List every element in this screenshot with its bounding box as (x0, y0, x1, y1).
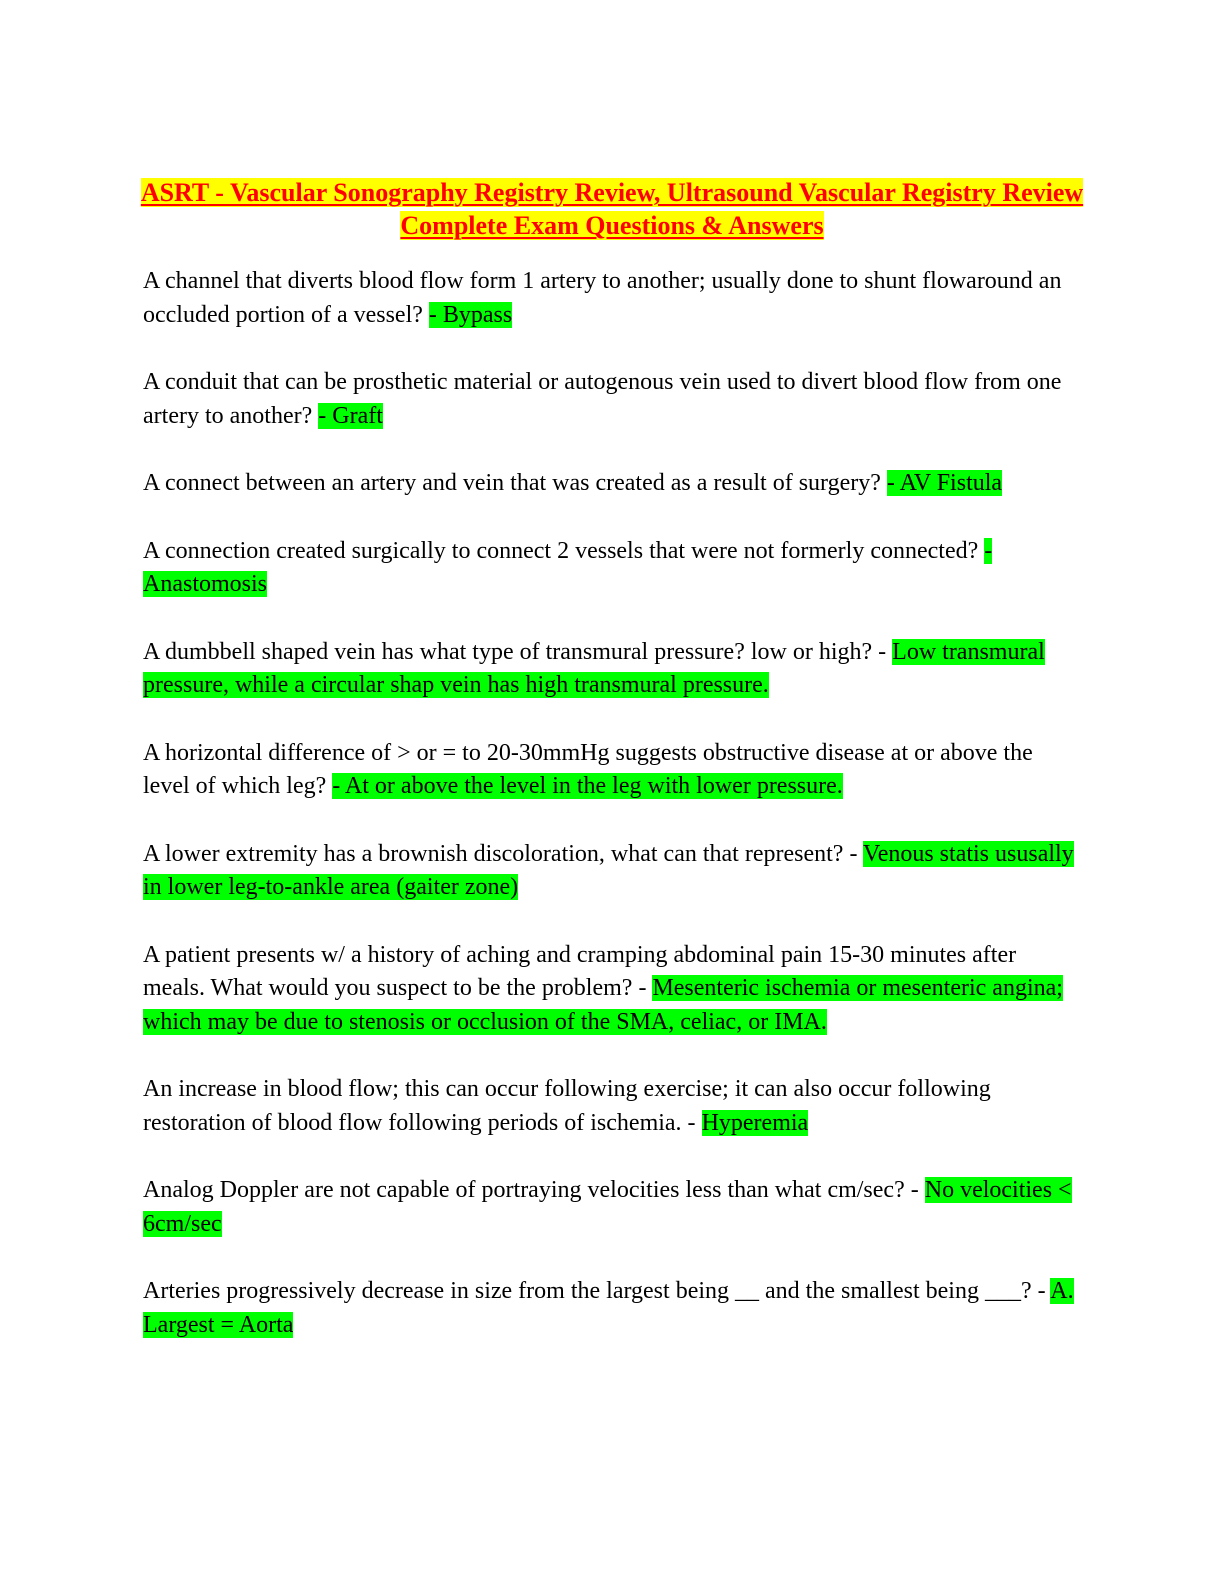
qa-item-5: A dumbbell shaped vein has what type of … (143, 636, 1078, 703)
question-text: A connect between an artery and vein tha… (143, 470, 887, 496)
qa-item-3: A connect between an artery and vein tha… (143, 467, 1078, 501)
qa-item-7: A lower extremity has a brownish discolo… (143, 838, 1078, 905)
qa-item-8: A patient presents w/ a history of achin… (143, 939, 1078, 1040)
document-title: ASRT - Vascular Sonography Registry Revi… (120, 176, 1104, 242)
question-text: A conduit that can be prosthetic materia… (143, 369, 1062, 429)
question-text: A patient presents w/ a history of achin… (143, 941, 1017, 1002)
qa-item-10: Analog Doppler are not capable of portra… (143, 1174, 1078, 1241)
document-title-text: ASRT - Vascular Sonography Registry Revi… (140, 178, 1084, 240)
question-text: A channel that diverts blood flow form 1… (143, 268, 1062, 328)
question-text: An increase in blood flow; this can occu… (143, 1076, 991, 1136)
qa-item-4: A connection created surgically to conne… (143, 535, 1078, 602)
question-text: A lower extremity has a brownish discolo… (143, 840, 864, 867)
answer-text: - AV Fistula (886, 470, 1003, 496)
qa-item-11: Arteries progressively decrease in size … (143, 1275, 1078, 1342)
question-text: A horizontal difference of > or = to 20-… (143, 739, 1033, 800)
qa-item-6: A horizontal difference of > or = to 20-… (143, 737, 1078, 804)
qa-item-9: An increase in blood flow; this can occu… (143, 1073, 1078, 1140)
qa-list: A channel that diverts blood flow form 1… (143, 265, 1078, 1376)
answer-text: - Graft (318, 402, 383, 429)
question-text: A connection created surgically to conne… (143, 537, 985, 564)
qa-item-1: A channel that diverts blood flow form 1… (143, 265, 1078, 332)
answer-text: - Bypass (428, 301, 513, 328)
answer-text: Hyperemia (701, 1109, 809, 1136)
question-text: A dumbbell shaped vein has what type of … (143, 638, 893, 665)
question-text: Analog Doppler are not capable of portra… (143, 1177, 925, 1203)
qa-item-2: A conduit that can be prosthetic materia… (143, 366, 1078, 433)
answer-text: - At or above the level in the leg with … (332, 773, 843, 799)
question-text: Arteries progressively decrease in size … (143, 1278, 1051, 1304)
